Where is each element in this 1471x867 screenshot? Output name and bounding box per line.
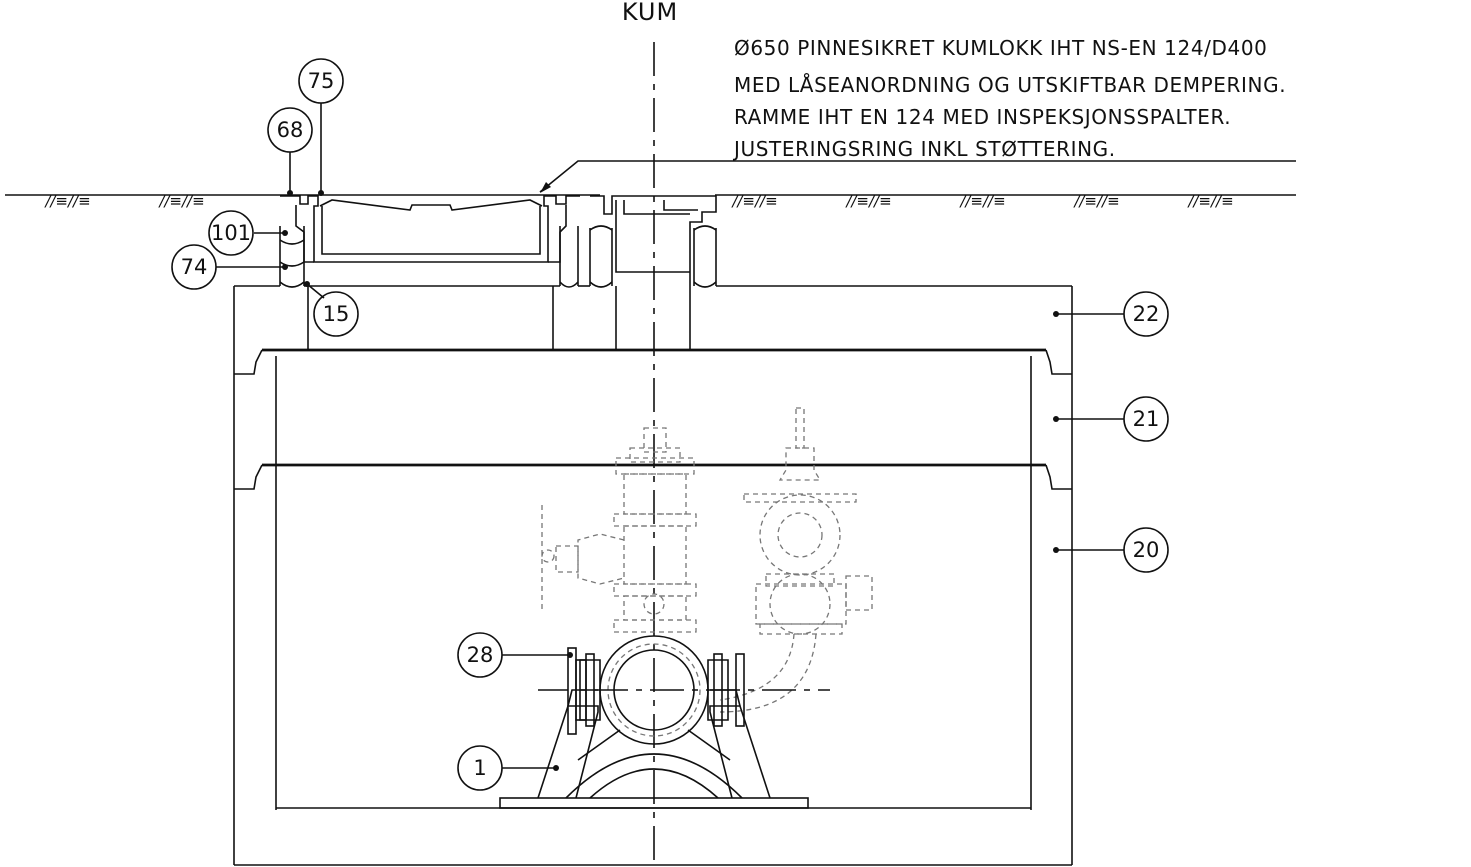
pipe-support — [499, 689, 809, 809]
note-line-2: MED LÅSEANORDNING OG UTSKIFTBAR DEMPERIN… — [734, 73, 1286, 97]
balloon-label: 28 — [467, 643, 494, 667]
adjustment-rings — [279, 226, 579, 288]
balloon-label: 75 — [308, 69, 335, 93]
ground-surface: //≡//≡ //≡//≡ //≡//≡ //≡//≡ //≡//≡ //≡//… — [5, 192, 1296, 210]
ground-hatch: //≡//≡ — [958, 192, 1005, 210]
balloon-label: 74 — [181, 255, 208, 279]
ground-hatch: //≡//≡ — [730, 192, 777, 210]
note-block: Ø650 PINNESIKRET KUMLOKK IHT NS-EN 124/D… — [539, 36, 1296, 193]
balloon-label: 68 — [277, 118, 304, 142]
balloon-label: 15 — [323, 302, 350, 326]
balloon-label: 22 — [1133, 302, 1160, 326]
balloon-74: 74 — [171, 244, 288, 290]
note-leader-arrow — [540, 182, 551, 193]
ring-joint-lower — [234, 463, 1072, 490]
note-line-3: RAMME IHT EN 124 MED INSPEKSJONSSPALTER. — [734, 105, 1231, 129]
note-line-4: JUSTERINGSRING INKL STØTTERING. — [732, 137, 1116, 161]
ring-joint-upper — [234, 348, 1072, 810]
balloon-20: 20 — [1053, 527, 1169, 573]
balloon-1: 1 — [457, 745, 559, 791]
blind-flange — [567, 647, 587, 735]
balloon-label: 21 — [1133, 407, 1160, 431]
ground-hatch: //≡//≡ — [1186, 192, 1233, 210]
balloon-68: 68 — [267, 107, 313, 196]
manhole-cover — [280, 195, 580, 263]
balloon-28: 28 — [457, 632, 573, 678]
ground-hatch: //≡//≡ — [157, 192, 204, 210]
ground-hatch: //≡//≡ — [43, 192, 90, 210]
hydrant-top-box — [589, 195, 717, 288]
balloon-label: 20 — [1133, 538, 1160, 562]
drawing-title: KUM — [622, 0, 678, 26]
ground-hatch: //≡//≡ — [1072, 192, 1119, 210]
balloon-label: 101 — [211, 221, 251, 245]
balloon-label: 1 — [473, 756, 486, 780]
balloon-15: 15 — [304, 281, 359, 337]
main-pipe-tee — [538, 635, 830, 745]
manhole-chamber — [233, 285, 1073, 866]
ground-hatch: //≡//≡ — [844, 192, 891, 210]
note-leader — [539, 160, 1296, 193]
balloon-21: 21 — [1053, 396, 1169, 442]
hydrant-dashed — [541, 407, 873, 713]
balloon-75: 75 — [298, 58, 344, 196]
note-line-1: Ø650 PINNESIKRET KUMLOKK IHT NS-EN 124/D… — [734, 36, 1267, 60]
balloon-22: 22 — [1053, 291, 1169, 337]
balloon-101: 101 — [208, 210, 288, 256]
